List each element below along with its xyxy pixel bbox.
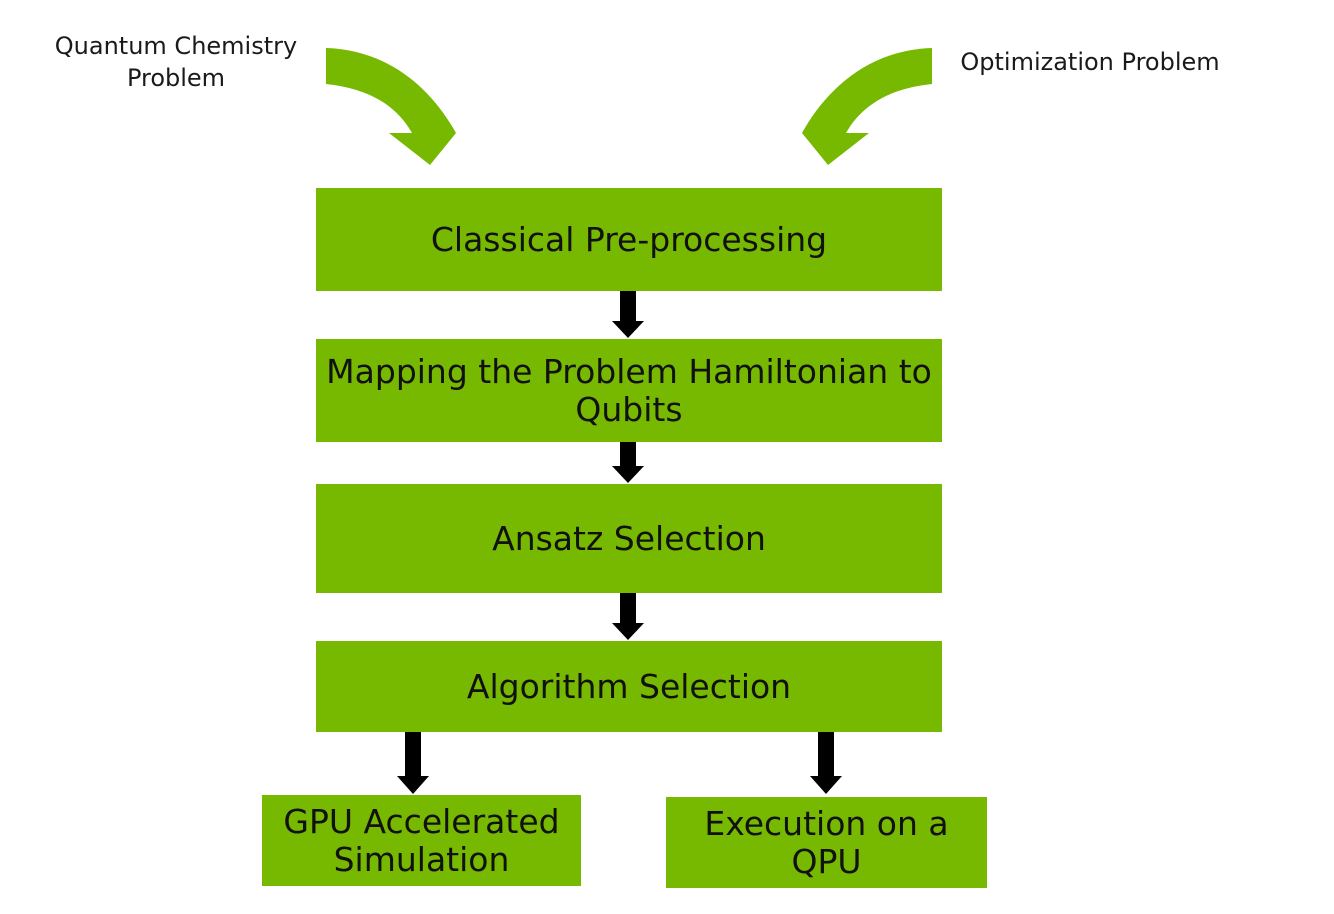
- curved-arrow-left-icon: [326, 48, 456, 165]
- connector-algorithm-to-qpu-icon: [810, 732, 842, 794]
- connector-algorithm-to-gpu-icon: [397, 732, 429, 794]
- output-qpu-execution-label: Execution on a QPU: [704, 803, 949, 881]
- step-classical-preprocessing-label: Classical Pre-processing: [430, 219, 828, 259]
- step-algorithm-selection: Algorithm Selection: [316, 641, 942, 732]
- step-mapping-hamiltonian: Mapping the Problem Hamiltonian to Qubit…: [316, 339, 942, 442]
- output-gpu-simulation: GPU Accelerated Simulation: [262, 795, 581, 886]
- step-mapping-hamiltonian-label: Mapping the Problem Hamiltonian to Qubit…: [326, 351, 932, 429]
- curved-arrow-right-icon: [802, 48, 932, 165]
- connector-ansatz-to-algorithm-icon: [612, 593, 644, 640]
- input-optimization-label: Optimization Problem: [960, 48, 1220, 76]
- step-algorithm-selection-label: Algorithm Selection: [466, 666, 792, 706]
- step-ansatz-selection-label: Ansatz Selection: [492, 518, 766, 558]
- output-qpu-execution: Execution on a QPU: [666, 797, 987, 888]
- input-quantum-chemistry-label: Quantum Chemistry Problem: [54, 32, 298, 92]
- step-classical-preprocessing: Classical Pre-processing: [316, 188, 942, 291]
- connector-preprocessing-to-mapping-icon: [612, 291, 644, 338]
- connector-mapping-to-ansatz-icon: [612, 442, 644, 483]
- output-gpu-simulation-label: GPU Accelerated Simulation: [283, 801, 560, 879]
- step-ansatz-selection: Ansatz Selection: [316, 484, 942, 593]
